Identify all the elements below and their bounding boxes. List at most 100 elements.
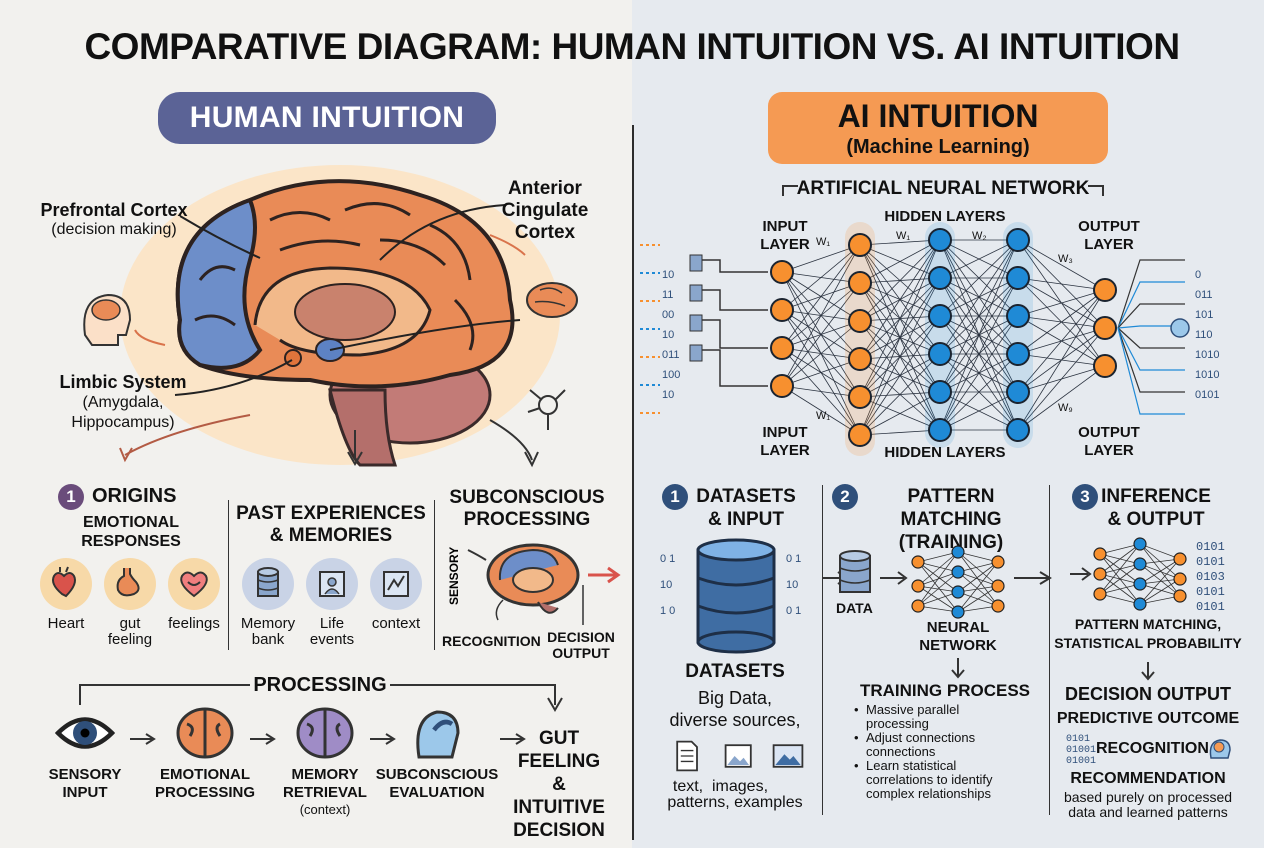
input-connector bbox=[695, 259, 768, 273]
mini-neuron bbox=[951, 545, 965, 559]
network-connection bbox=[781, 244, 861, 273]
inference-bit: 0101 bbox=[1196, 555, 1225, 569]
hidden-layers-bottom-label: HIDDEN LAYERS bbox=[884, 444, 1006, 461]
heart-smile-icon bbox=[180, 571, 208, 598]
step-label: SUBCONSCIOUS bbox=[375, 766, 499, 783]
training-down-arrow bbox=[951, 658, 965, 679]
mini-connection bbox=[957, 551, 999, 587]
stomach-icon-badge bbox=[104, 558, 156, 610]
neuron-sketch-icon bbox=[527, 389, 566, 430]
processing-title: PROCESSING bbox=[253, 674, 387, 696]
icon-caption: gut bbox=[119, 615, 141, 632]
mini-neuron bbox=[951, 605, 965, 619]
input-connector bbox=[695, 349, 768, 387]
images-type: images, bbox=[712, 738, 768, 795]
input-bit: 11 bbox=[662, 289, 673, 301]
calendar-person-icon-badge bbox=[306, 558, 358, 610]
heart-organ-item: Heart bbox=[34, 558, 98, 632]
output-signal bbox=[1117, 327, 1185, 349]
mini-connection bbox=[957, 551, 999, 563]
inference-down-arrow bbox=[1141, 662, 1155, 681]
network-connection bbox=[781, 358, 861, 387]
network-connection bbox=[859, 239, 941, 398]
training-mini-diagram bbox=[822, 545, 1052, 619]
network-connection bbox=[939, 239, 1019, 431]
thalamus bbox=[294, 283, 396, 341]
step-label: EVALUATION bbox=[389, 784, 485, 801]
mini-connection bbox=[917, 551, 959, 563]
mini-neuron bbox=[1093, 567, 1107, 581]
network-connection bbox=[1017, 277, 1106, 291]
output-bit: 110 bbox=[1195, 329, 1213, 341]
gut-feeling-decision: GUT FEELING & INTUITIVE DECISION bbox=[513, 728, 605, 841]
small-brain-icon bbox=[526, 282, 578, 318]
network-connection bbox=[1017, 327, 1106, 431]
bullet-dot: • bbox=[854, 702, 859, 717]
svg-text:0 1: 0 1 bbox=[660, 553, 675, 565]
network-connection bbox=[1017, 365, 1106, 431]
mini-connection bbox=[1139, 583, 1181, 597]
mini-neuron bbox=[1173, 572, 1187, 586]
network-connection bbox=[859, 315, 941, 436]
network-connection bbox=[1017, 289, 1106, 355]
ai-divider-2 bbox=[1049, 485, 1050, 815]
network-connection bbox=[939, 315, 1019, 431]
predictive-outcome-label: PREDICTIVE OUTCOME bbox=[1056, 710, 1240, 727]
images-icon bbox=[724, 744, 752, 768]
network-connection bbox=[781, 385, 861, 398]
icon-caption: feelings bbox=[168, 615, 220, 632]
mini-neuron bbox=[991, 555, 1005, 569]
step-arrow bbox=[250, 733, 276, 745]
neuron-node bbox=[928, 228, 952, 252]
neuron-node bbox=[1006, 342, 1030, 366]
pfc-pointer bbox=[179, 215, 261, 259]
recognition-label: RECOGNITION bbox=[442, 633, 541, 649]
input-bit: 10 bbox=[662, 389, 674, 401]
recognition-bit: 01001 bbox=[1066, 745, 1097, 756]
hidden-layer-glow bbox=[1003, 222, 1033, 448]
ai-badge-subtitle: (Machine Learning) bbox=[846, 136, 1030, 158]
origins-title: ORIGINS bbox=[92, 485, 177, 507]
input-database-icon bbox=[689, 344, 703, 362]
mini-neuron bbox=[911, 579, 925, 593]
decision-output-label: DECISION OUTPUT bbox=[547, 629, 615, 661]
data-label: DATA bbox=[836, 600, 873, 616]
mini-neuron bbox=[1133, 537, 1147, 551]
step-label: MEMORY bbox=[291, 766, 359, 783]
output-bit: 101 bbox=[1195, 309, 1213, 321]
neuron-node bbox=[848, 385, 872, 409]
input-layer-bottom-label: INPUT LAYER bbox=[760, 424, 810, 459]
weight-w9: W₉ bbox=[1058, 402, 1073, 414]
network-connection bbox=[859, 429, 941, 436]
input-bit: 10 bbox=[662, 329, 674, 341]
output-bit: 1010 bbox=[1195, 369, 1219, 381]
neuron-node bbox=[928, 418, 952, 442]
step3-title: INFERENCE & OUTPUT bbox=[1101, 486, 1211, 530]
mini-connection bbox=[957, 561, 999, 573]
training-bullet-line: processing bbox=[866, 716, 929, 731]
pfc-subtitle: (decision making) bbox=[51, 221, 177, 238]
mini-connection bbox=[957, 571, 999, 587]
divider-2 bbox=[434, 500, 435, 650]
mini-neuron bbox=[1133, 557, 1147, 571]
mini-neuron bbox=[1093, 587, 1107, 601]
network-connection bbox=[1017, 289, 1106, 393]
mini-neuron bbox=[991, 579, 1005, 593]
network-connection bbox=[1017, 239, 1106, 291]
arrow-to-subconscious bbox=[489, 419, 533, 461]
mini-connection bbox=[1099, 583, 1141, 595]
prefrontal-cortex-region bbox=[175, 197, 263, 370]
mini-neuron bbox=[1133, 577, 1147, 591]
decision-output-title: DECISION OUTPUT bbox=[1064, 684, 1231, 704]
mini-connection bbox=[917, 561, 959, 613]
neuron-node bbox=[1093, 316, 1117, 340]
past-title: PAST EXPERIENCES & MEMORIES bbox=[236, 503, 426, 546]
database-icon-badge bbox=[242, 558, 294, 610]
datasets-desc: Big Data, diverse sources, bbox=[669, 688, 801, 730]
training-bullet-line: •Massive parallel bbox=[854, 702, 960, 717]
network-title-bracket bbox=[782, 185, 1104, 196]
icon-caption: Memory bbox=[240, 615, 296, 632]
